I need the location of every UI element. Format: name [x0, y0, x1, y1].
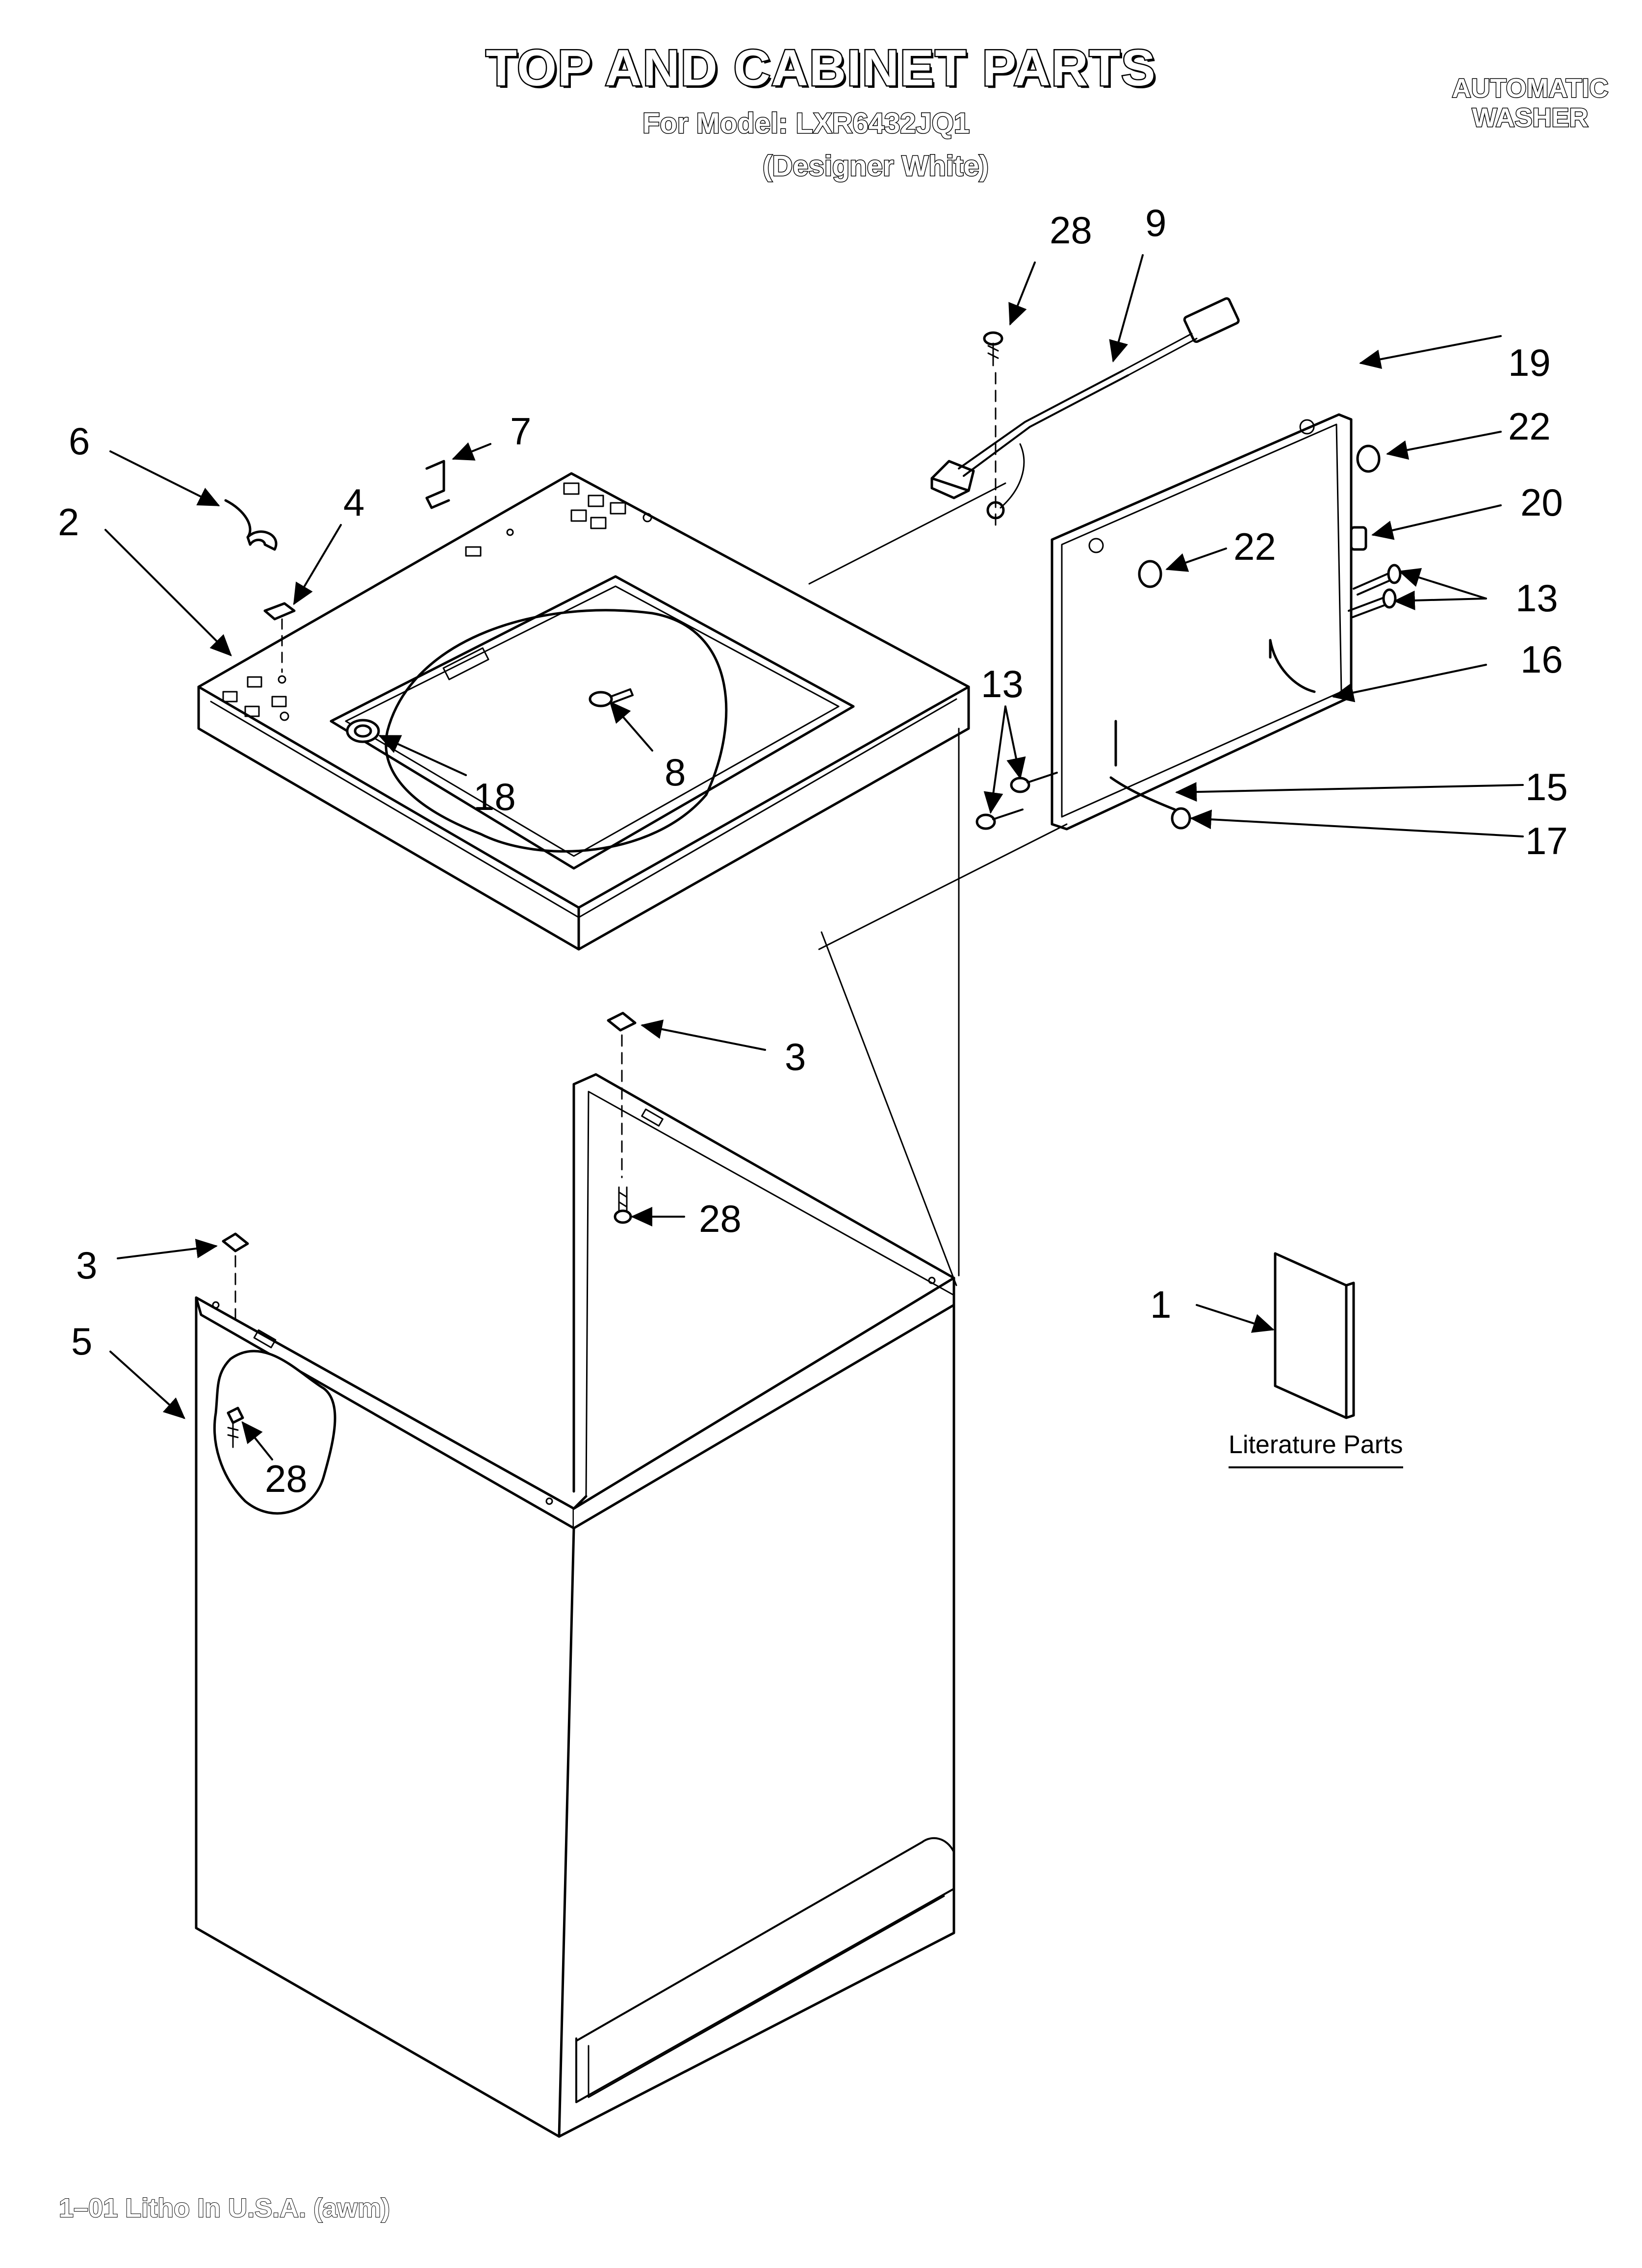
callout-28-lower: 28	[265, 1457, 308, 1500]
small-clips	[224, 460, 450, 684]
callout-22-upper: 22	[1508, 405, 1551, 448]
callout-3-left: 3	[76, 1244, 98, 1287]
washer-cabinet	[195, 1012, 955, 2138]
callout-22-lower: 22	[1233, 525, 1276, 568]
alignment-lines	[808, 482, 1068, 1286]
callout-3-mid: 3	[785, 1035, 806, 1078]
literature-booklet	[1274, 1252, 1355, 1419]
callout-18: 18	[473, 775, 516, 818]
literature-parts-label: Literature Parts	[1229, 1430, 1403, 1468]
footer-print-info: 1–01 Litho In U.S.A. (awm)	[58, 2193, 390, 2223]
callout-28-top: 28	[1050, 209, 1092, 252]
model-variant: (Designer White)	[762, 150, 990, 183]
lid-switch-harness	[930, 297, 1240, 531]
callout-20: 20	[1520, 481, 1563, 524]
leader-lines	[104, 254, 1524, 1460]
callout-19: 19	[1508, 341, 1551, 384]
callout-16: 16	[1520, 638, 1563, 681]
callout-4: 4	[343, 481, 365, 524]
callout-8: 8	[665, 751, 686, 794]
callout-7: 7	[510, 410, 532, 453]
model-number: For Model: LXR6432JQ1	[641, 107, 970, 140]
page-title: TOP AND CABINET PARTS	[485, 39, 1156, 98]
product-type-line2: WASHER	[1471, 103, 1589, 133]
callout-9: 9	[1145, 201, 1167, 244]
product-type-line1: AUTOMATIC	[1451, 73, 1609, 104]
callout-2: 2	[58, 500, 79, 544]
callout-28-mid: 28	[699, 1197, 742, 1240]
callout-1: 1	[1150, 1283, 1172, 1326]
callout-13-hinge: 13	[981, 662, 1024, 705]
callout-5: 5	[71, 1320, 93, 1363]
callout-17: 17	[1525, 819, 1568, 862]
washer-lid	[975, 413, 1402, 831]
product-type: AUTOMATIC WASHER	[1412, 73, 1642, 133]
callout-6: 6	[69, 419, 90, 463]
callout-15: 15	[1525, 765, 1568, 808]
washer-top-panel	[197, 472, 970, 951]
callout-13-lid: 13	[1515, 576, 1558, 620]
